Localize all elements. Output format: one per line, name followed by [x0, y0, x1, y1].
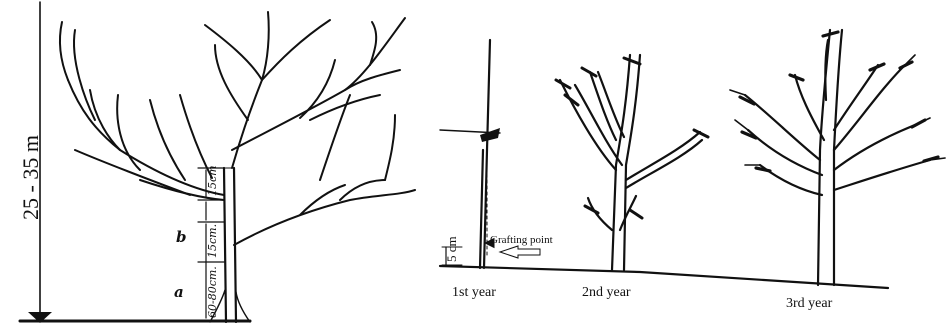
pruning-stages-figure — [440, 30, 945, 288]
cut-mark-icon — [480, 128, 500, 142]
height-label: 25 - 35 m — [20, 135, 42, 220]
segment-a-label: a — [174, 285, 184, 300]
grafting-point-label: Grafting point — [490, 235, 553, 246]
dimension-top-label: 15cm — [207, 165, 218, 196]
grafting-arrow-icon — [500, 246, 540, 258]
segment-b-label: b — [176, 230, 187, 245]
dimension-mid-label: 15cm. — [207, 224, 218, 258]
stage-label-1st-year: 1st year — [452, 286, 496, 300]
five-cm-label: 5 cm — [445, 236, 458, 262]
ground-line-right — [440, 266, 888, 288]
mature-branches — [60, 12, 415, 245]
third-year-tree — [730, 30, 945, 285]
stage-label-3rd-year: 3rd year — [786, 297, 832, 311]
dimension-trunk-label: 60-80cm. — [207, 266, 218, 318]
stage-label-2nd-year: 2nd year — [582, 286, 631, 300]
second-year-tree — [556, 55, 708, 270]
